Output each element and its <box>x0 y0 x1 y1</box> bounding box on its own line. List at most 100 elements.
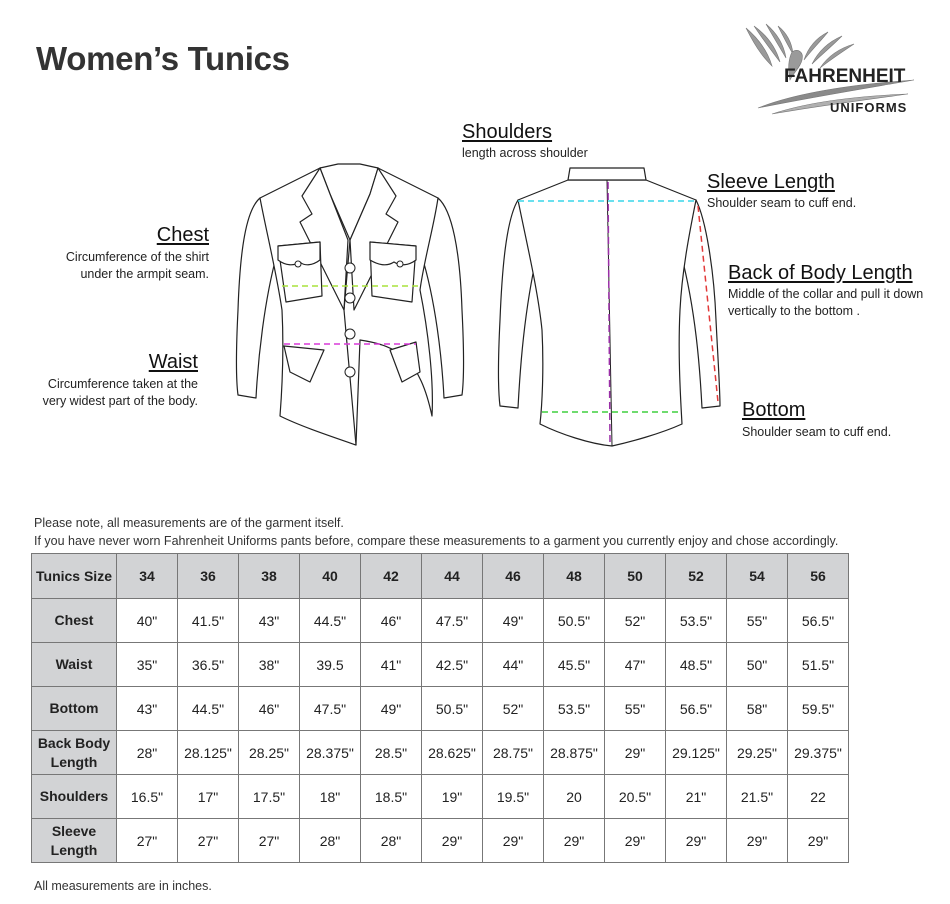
size-header-34: 34 <box>116 553 178 599</box>
back-collar-icon <box>567 167 647 181</box>
row-label: Waist <box>31 642 117 687</box>
table-cell: 29" <box>787 818 849 863</box>
chest-heading: Chest <box>156 224 209 246</box>
button-icon <box>344 292 356 304</box>
table-cell: 29.125" <box>665 730 727 775</box>
front-chest-flap-right-icon <box>369 241 417 266</box>
table-cell: 28" <box>299 818 361 863</box>
size-header-52: 52 <box>665 553 727 599</box>
table-cell: 28" <box>116 730 178 775</box>
table-cell: 21.5" <box>726 774 788 819</box>
fahrenheit-logo: FAHRENHEIT UNIFORMS <box>738 22 923 118</box>
table-cell: 55" <box>726 598 788 643</box>
size-header-36: 36 <box>177 553 239 599</box>
table-cell: 28.375" <box>299 730 361 775</box>
table-cell: 28.625" <box>421 730 483 775</box>
table-cell: 18" <box>299 774 361 819</box>
back-body-length-desc-1: Middle of the collar and pull it down <box>728 287 924 301</box>
chest-desc-2: under the armpit seam. <box>80 267 209 281</box>
table-cell: 42.5" <box>421 642 483 687</box>
pocket-button-icon <box>294 260 302 268</box>
table-cell: 21" <box>665 774 727 819</box>
table-cell: 29" <box>604 818 666 863</box>
table-cell: 18.5" <box>360 774 422 819</box>
table-cell: 40" <box>116 598 178 643</box>
size-header-50: 50 <box>604 553 666 599</box>
table-cell: 49" <box>360 686 422 731</box>
table-cell: 44" <box>482 642 544 687</box>
row-label-text: Waist <box>55 656 93 672</box>
row-label: Bottom <box>31 686 117 731</box>
table-cell: 20.5" <box>604 774 666 819</box>
size-header-48: 48 <box>543 553 605 599</box>
table-cell: 16.5" <box>116 774 178 819</box>
table-cell: 48.5" <box>665 642 727 687</box>
back-seam-line <box>606 179 613 447</box>
front-waist-pocket-right-icon <box>389 341 421 383</box>
table-cell: 17" <box>177 774 239 819</box>
table-cell: 29" <box>482 818 544 863</box>
table-cell: 28.875" <box>543 730 605 775</box>
note-line-2: If you have never worn Fahrenheit Unifor… <box>34 534 839 548</box>
sleeve-length-desc: Shoulder seam to cuff end. <box>707 196 857 210</box>
table-cell: 19.5" <box>482 774 544 819</box>
size-header-54: 54 <box>726 553 788 599</box>
row-label-text: Chest <box>54 612 94 628</box>
row-label: Chest <box>31 598 117 643</box>
table-cell: 53.5" <box>665 598 727 643</box>
table-cell: 28.25" <box>238 730 300 775</box>
tunic-outline-icon <box>235 163 721 447</box>
table-cell: 41.5" <box>177 598 239 643</box>
size-header-56: 56 <box>787 553 849 599</box>
waist-heading: Waist <box>148 351 198 373</box>
table-cell: 46" <box>238 686 300 731</box>
size-header-42: 42 <box>360 553 422 599</box>
table-cell: 29" <box>421 818 483 863</box>
row-label-text: Bottom <box>49 700 99 716</box>
table-cell: 35" <box>116 642 178 687</box>
table-cell: 44.5" <box>177 686 239 731</box>
table-cell: 53.5" <box>543 686 605 731</box>
table-cell: 22 <box>787 774 849 819</box>
table-cell: 52" <box>482 686 544 731</box>
table-cell: 50.5" <box>421 686 483 731</box>
waist-desc-1: Circumference taken at the <box>47 377 198 391</box>
back-body-length-heading: Back of Body Length <box>728 262 913 284</box>
front-waist-pocket-left-icon <box>283 345 325 383</box>
table-cell: 28.5" <box>360 730 422 775</box>
table-cell: 43" <box>116 686 178 731</box>
button-icon <box>344 328 356 340</box>
table-cell: 29" <box>665 818 727 863</box>
table-cell: 27" <box>116 818 178 863</box>
table-cell: 49" <box>482 598 544 643</box>
page-title: Women’s Tunics <box>36 40 290 77</box>
size-header-40: 40 <box>299 553 361 599</box>
logo-text-line1: FAHRENHEIT <box>784 66 906 87</box>
size-header-44: 44 <box>421 553 483 599</box>
row-label-text: Back Body <box>37 734 111 751</box>
waist-desc-2: very widest part of the body. <box>42 394 198 408</box>
tunic-diagram <box>220 150 740 460</box>
table-cell: 43" <box>238 598 300 643</box>
chest-desc-1: Circumference of the shirt <box>65 250 209 264</box>
table-cell: 58" <box>726 686 788 731</box>
row-label-text: Length <box>50 841 98 858</box>
table-cell: 27" <box>238 818 300 863</box>
table-cell: 38" <box>238 642 300 687</box>
table-cell: 36.5" <box>177 642 239 687</box>
front-sleeve-left-icon <box>235 197 279 399</box>
back-body-icon <box>517 179 697 447</box>
size-header-38: 38 <box>238 553 300 599</box>
table-cell: 55" <box>604 686 666 731</box>
button-icon <box>344 262 356 274</box>
table-cell: 41" <box>360 642 422 687</box>
bottom-heading: Bottom <box>742 399 806 421</box>
row-label-text: Shoulders <box>39 788 109 804</box>
